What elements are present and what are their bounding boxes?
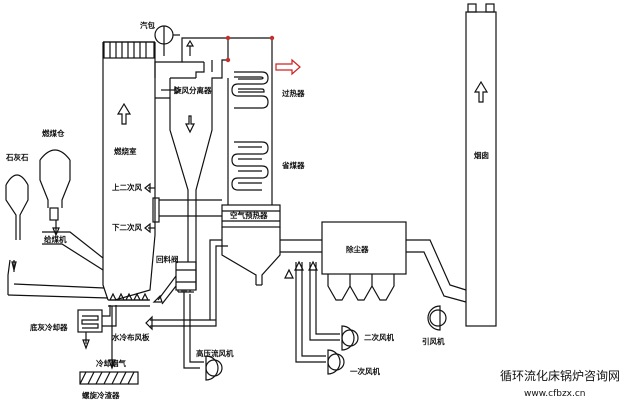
chimney	[465, 3, 497, 327]
secondary-fan	[308, 260, 359, 351]
furnace	[102, 41, 156, 301]
cyclone	[154, 37, 228, 210]
label-secondary-fan: 二次风机	[364, 332, 394, 342]
furnace-roof-tubes	[103, 41, 155, 59]
label-economizer: 省煤器	[281, 160, 305, 170]
label-chimney: 烟囱	[474, 150, 489, 160]
label-bottom-ash-cooler: 底灰冷却器	[30, 322, 68, 332]
distributor-plate	[108, 292, 150, 307]
superheater-coil	[231, 71, 269, 109]
limestone-silo	[5, 174, 109, 299]
label-coal-bin: 燃煤仓	[42, 128, 65, 138]
furnace-up-arrow	[116, 102, 132, 125]
label-induced-fan: 引风机	[422, 336, 445, 346]
label-lower-secondary-air: 下二次风	[112, 222, 142, 232]
screw-cooler	[79, 306, 139, 385]
label-water-cooled-plenum: 水冷布风板	[112, 332, 150, 342]
steam-drum	[154, 25, 180, 56]
label-limestone: 石灰石	[5, 152, 29, 162]
watermark-title: 循环流化床锅炉咨询网	[500, 368, 620, 383]
steam-outlet-arrow	[275, 58, 301, 76]
primary-air-duct	[145, 239, 228, 331]
label-upper-secondary-air: 上二次风	[112, 182, 142, 192]
economizer-coil	[231, 141, 269, 191]
watermark-url: www.cfbzx.cn	[524, 389, 586, 399]
label-steam-drum: 汽包	[140, 20, 155, 30]
label-coal-feeder: 给煤机	[44, 234, 67, 244]
label-cooling-flue-gas: 冷却烟气	[96, 358, 126, 368]
coal-feeder	[42, 231, 104, 271]
label-hp-fan: 高压流风机	[196, 348, 234, 358]
label-dust-collector: 除尘器	[346, 244, 369, 254]
back-pass	[227, 37, 273, 205]
bottom-ash-cooler	[77, 305, 117, 350]
label-screw-cooler: 螺旋冷渣器	[82, 390, 120, 400]
return-valve	[152, 210, 197, 305]
induced-fan	[427, 305, 447, 331]
label-cyclone: 旋风分离器	[173, 85, 212, 95]
secondary-air-ducts	[144, 182, 222, 234]
label-return-valve: 回料阀	[156, 254, 179, 264]
hp-fan	[183, 290, 223, 381]
label-furnace: 燃烧室	[114, 146, 137, 156]
primary-fan	[284, 260, 345, 375]
flue-duct	[406, 239, 467, 303]
label-air-preheater: 空气预热器	[230, 210, 268, 220]
coal-bin	[39, 149, 71, 237]
label-primary-fan: 一次风机	[350, 366, 380, 376]
label-superheater: 过热器	[282, 88, 305, 98]
dust-collector	[280, 221, 407, 301]
valve-markers	[225, 35, 275, 63]
